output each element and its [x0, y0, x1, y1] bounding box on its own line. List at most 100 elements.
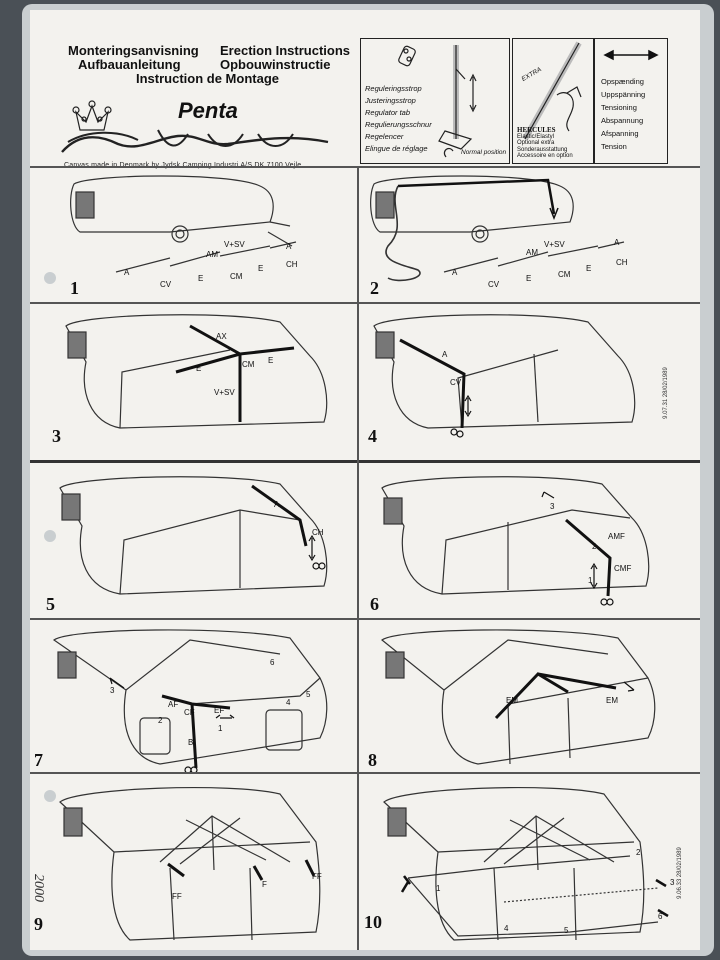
awning-drawing	[383, 786, 669, 941]
hercules-labels: HERCULES Elastic/Elastyl Optional extra …	[517, 127, 573, 160]
instruction-sheet: Monteringsanvisning Erection Instruction…	[30, 10, 700, 950]
step-number: 9	[34, 914, 43, 934]
model-name: Penta	[178, 98, 238, 123]
punch-hole	[44, 272, 56, 284]
row-divider	[30, 166, 700, 168]
part-label: EF	[214, 706, 225, 715]
part-label: F	[262, 880, 267, 889]
handwritten-note: 2000	[31, 874, 46, 902]
step-1-panel: A CV E AM V+SV CM E A CH 1	[30, 166, 357, 302]
part-label: E	[586, 264, 592, 273]
part-label: AM	[206, 250, 218, 259]
part-label: CV	[488, 280, 500, 289]
made-in-line: Canvas made in Denmark by Jydsk Camping …	[64, 162, 301, 169]
part-label: V+SV	[544, 240, 565, 249]
part-label: EM	[606, 696, 618, 705]
part-label: V+SV	[224, 240, 245, 249]
tension-label: Uppspänning	[601, 90, 646, 99]
step-number: 2	[370, 278, 379, 298]
legend-regulator-box: Reguleringsstrop Justeringsstrop Regulat…	[360, 38, 510, 164]
tension-labels: Opspænding Uppspänning Tensioning Abspan…	[601, 75, 645, 153]
part-label: CM	[242, 360, 255, 369]
part-label: E	[268, 356, 274, 365]
part-label: CH	[312, 528, 324, 537]
legend-tension-box: Opspænding Uppspänning Tensioning Abspan…	[594, 38, 668, 164]
punch-hole	[44, 790, 56, 802]
part-label: 1	[218, 724, 223, 733]
step-number: 8	[368, 750, 377, 770]
part-label: E	[258, 264, 264, 273]
awning-drawing	[381, 629, 656, 765]
part-label: 4	[504, 924, 509, 933]
caravan-drawing	[70, 175, 297, 273]
part-label: AMF	[608, 532, 625, 541]
part-label: AF	[168, 700, 179, 709]
part-label: 2	[636, 848, 641, 857]
tension-label: Tensioning	[601, 103, 637, 112]
part-label: FF	[172, 892, 182, 901]
strap-label: Justeringsstrop	[365, 96, 416, 105]
part-label: 5	[306, 690, 311, 699]
part-label: CV	[450, 378, 462, 387]
part-label: 4	[286, 698, 291, 707]
legend-hercules-box: EXTRA HERCULES Elastic/Elastyl Optional …	[512, 38, 594, 164]
part-label: V+SV	[214, 388, 235, 397]
part-label: CMF	[614, 564, 632, 573]
isabella-logo	[61, 100, 329, 153]
step-2-panel: A CV E AM V+SV CM E A CH 2	[358, 166, 700, 302]
strap-label: Elingue de réglage	[365, 144, 428, 153]
title-fr: Instruction de Montage	[136, 71, 279, 86]
part-label: 6	[270, 658, 275, 667]
awning-drawing	[52, 629, 328, 772]
column-divider	[357, 166, 359, 950]
step-4-panel: A CV 4	[358, 302, 700, 460]
step-8-panel: EM EM 8	[358, 618, 700, 772]
tension-label: Tension	[601, 142, 627, 151]
title-nl: Opbouwinstructie	[220, 57, 331, 72]
strap-label: Regulierungsschnur	[365, 120, 432, 129]
step-number: 6	[370, 594, 379, 614]
step-number: 10	[364, 912, 382, 932]
hercules-line: Sonderausstattung	[517, 146, 568, 153]
step-3-panel: AX E CM E V+SV 3	[30, 302, 357, 460]
punch-hole	[44, 530, 56, 542]
part-label: CM	[558, 270, 571, 279]
part-label: A	[614, 238, 620, 247]
part-label: AX	[216, 332, 227, 341]
step-6-panel: 3 AMF 2 CMF 1 6	[358, 462, 700, 618]
double-arrow-icon	[603, 49, 659, 61]
caravan-drawing	[370, 175, 625, 282]
tension-label: Opspænding	[601, 77, 644, 86]
part-label: EM	[506, 696, 518, 705]
row-divider	[30, 460, 700, 463]
title-da: Monteringsanvisning	[68, 43, 199, 58]
part-label: 2	[158, 716, 163, 725]
part-label: CH	[286, 260, 298, 269]
part-label: A	[442, 350, 448, 359]
row-divider	[30, 302, 700, 304]
awning-drawing	[381, 476, 650, 606]
part-label: CV	[160, 280, 172, 289]
step-number: 4	[368, 426, 377, 446]
title-en: Erection Instructions	[220, 43, 351, 58]
hercules-illustration	[522, 41, 582, 141]
part-label: 1	[436, 884, 441, 893]
strap-illustration	[398, 45, 477, 158]
tension-label: Abspannung	[601, 116, 644, 125]
part-label: A	[274, 500, 280, 509]
part-label: 3	[110, 686, 115, 695]
awning-drawing	[59, 476, 328, 595]
step-5-panel: A CH 5	[30, 462, 357, 618]
step-number: 1	[70, 278, 79, 298]
strap-label: Regulator tab	[365, 108, 411, 117]
strap-label: Reguleringsstrop	[365, 84, 422, 93]
strap-label: Regelencer	[365, 132, 404, 141]
part-label: 3	[670, 878, 675, 887]
hercules-line: Optional extra	[517, 140, 555, 146]
awning-drawing	[59, 786, 321, 941]
step-7-panel: 6 3 5 4 AF 2 CF EF 1 B 7	[30, 618, 357, 772]
step-number: 5	[46, 594, 55, 614]
part-label: 5	[564, 926, 569, 935]
part-label: E	[196, 364, 202, 373]
part-label: 3	[550, 502, 555, 511]
